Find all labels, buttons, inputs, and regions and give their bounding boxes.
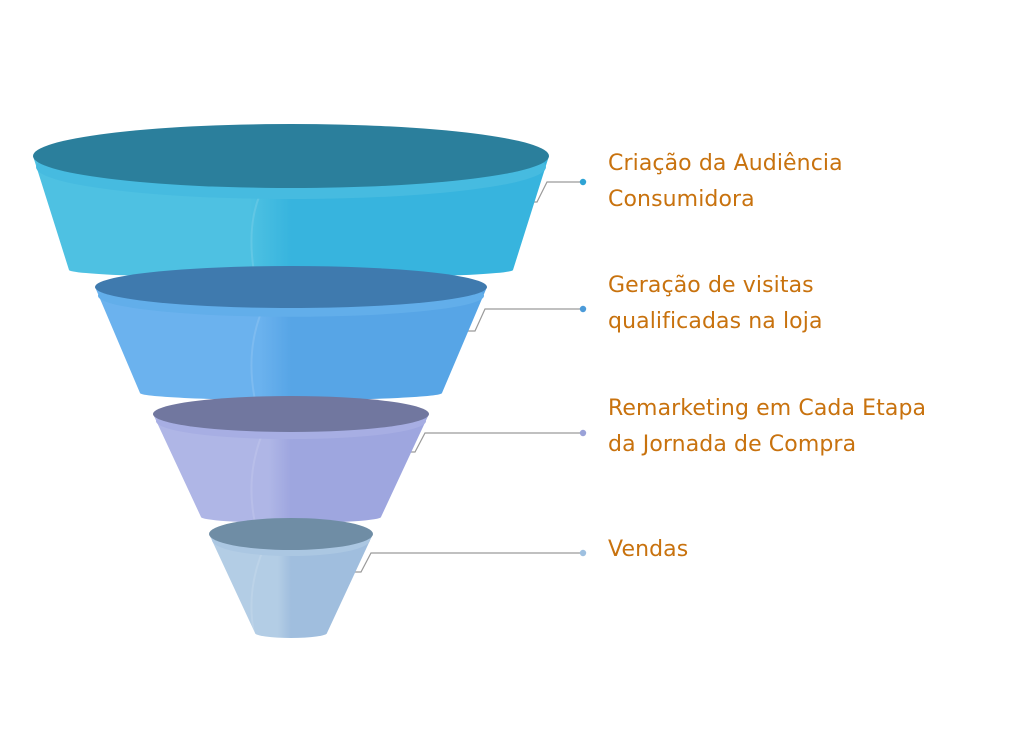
funnel-segment-top (209, 518, 373, 550)
funnel-segment-body (209, 534, 373, 638)
stage-label-visits: Geração de visitas qualificadas na loja (608, 268, 1008, 340)
stage-label-line: da Jornada de Compra (608, 432, 857, 457)
funnel-segment-4 (209, 518, 373, 639)
connector-line (407, 432, 583, 453)
stage-label-audience: Criação da Audiência Consumidora (608, 146, 1008, 218)
funnel-segment-top (33, 124, 549, 188)
stage-label-line: Consumidora (608, 187, 755, 212)
stage-label-line: Geração de visitas (608, 273, 814, 298)
connector-dot (579, 549, 587, 557)
stage-label-sales: Vendas (608, 532, 1008, 568)
funnel-segment-body (153, 414, 429, 523)
connector-line (467, 308, 583, 332)
stage-label-remarketing: Remarketing em Cada Etapa da Jornada de … (608, 391, 1008, 463)
connector-dot (579, 429, 587, 437)
funnel-segment-sheen (250, 431, 264, 524)
stage-label-line: qualificadas na loja (608, 309, 823, 334)
funnel-segment-1 (33, 124, 549, 279)
connector-3 (407, 429, 587, 453)
funnel-segments (33, 124, 549, 639)
stage-label-line: Criação da Audiência (608, 151, 843, 176)
funnel-segment-sheen (250, 549, 264, 639)
stage-label-line: Remarketing em Cada Etapa (608, 396, 927, 421)
funnel-segment-3 (153, 396, 429, 524)
funnel-segment-2 (95, 266, 487, 401)
connector-line (353, 552, 583, 573)
connector-dot (579, 178, 587, 186)
stage-label-line: Vendas (608, 537, 689, 562)
funnel-segment-top (95, 266, 487, 308)
connector-2 (467, 305, 587, 332)
funnel-segment-top (153, 396, 429, 432)
connector-dot (579, 305, 587, 313)
funnel-segment-body (95, 287, 487, 400)
connector-4 (353, 549, 587, 573)
